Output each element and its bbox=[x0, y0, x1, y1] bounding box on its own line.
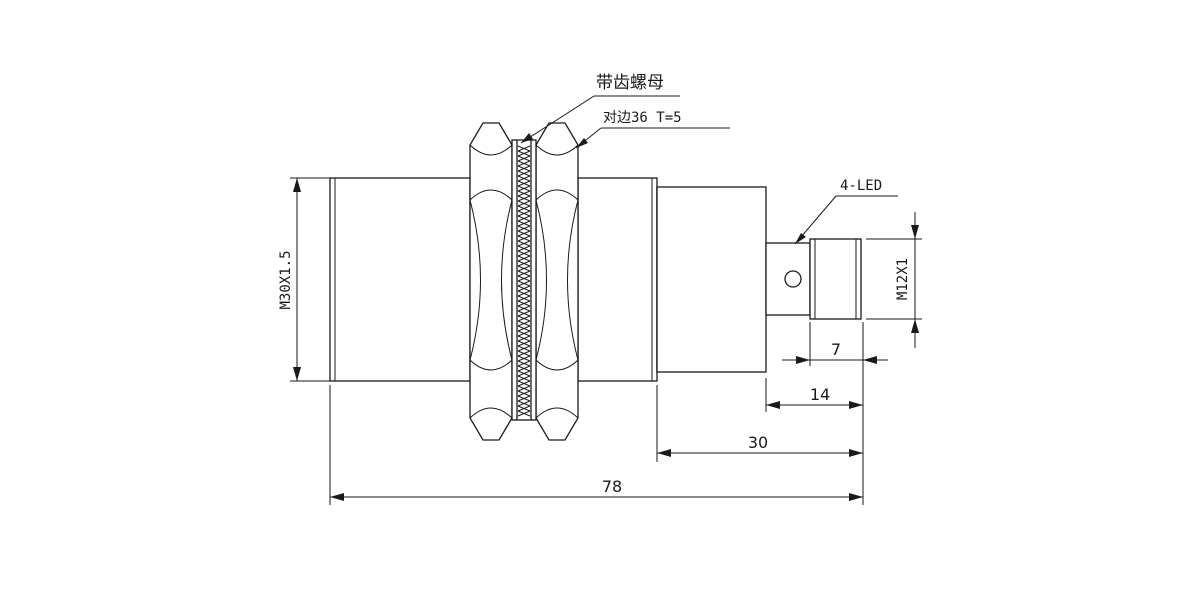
thread-main-label: M30X1.5 bbox=[278, 250, 294, 309]
washer-tooth bbox=[517, 355, 531, 362]
washer-tooth bbox=[517, 345, 531, 352]
dim-7: 7 bbox=[782, 340, 888, 364]
hex-nut-right bbox=[535, 122, 579, 441]
dim-30-label: 30 bbox=[748, 433, 768, 452]
washer-tooth bbox=[517, 370, 531, 377]
thread-connector-label: M12X1 bbox=[895, 258, 911, 300]
washer-tooth bbox=[517, 375, 531, 382]
washer-tooth bbox=[517, 275, 531, 282]
washer-tooth bbox=[517, 225, 531, 232]
washer-tooth bbox=[517, 350, 531, 357]
washer-tooth bbox=[517, 255, 531, 262]
washer-tooth bbox=[517, 185, 531, 192]
washer-tooth bbox=[517, 400, 531, 407]
nut-title-label: 带齿螺母 bbox=[596, 73, 664, 93]
washer-tooth bbox=[517, 175, 531, 182]
washer-tooth bbox=[517, 245, 531, 252]
washer-tooth bbox=[517, 205, 531, 212]
washer-tooth bbox=[517, 250, 531, 257]
washer-tooth bbox=[517, 280, 531, 287]
washer-tooth bbox=[517, 365, 531, 372]
washer-tooth bbox=[517, 155, 531, 162]
washer-tooth bbox=[517, 385, 531, 392]
washer-tooth bbox=[517, 295, 531, 302]
washer-tooth bbox=[517, 215, 531, 222]
washer-tooth bbox=[517, 360, 531, 367]
washer-tooth bbox=[517, 380, 531, 387]
washer-tooth bbox=[517, 330, 531, 337]
dim-7-label: 7 bbox=[831, 340, 841, 359]
washer-tooth bbox=[517, 410, 531, 417]
leader-led: 4-LED bbox=[794, 178, 898, 245]
washer-tooth bbox=[517, 315, 531, 322]
washer-tooth bbox=[517, 150, 531, 157]
hex-nut-left bbox=[469, 122, 513, 441]
washer-tooth bbox=[517, 285, 531, 292]
washer-tooth bbox=[517, 190, 531, 197]
washer-tooth bbox=[517, 310, 531, 317]
washer-tooth bbox=[517, 200, 531, 207]
dim-78-label: 78 bbox=[602, 477, 622, 496]
washer-tooth bbox=[517, 195, 531, 202]
washer-tooth bbox=[517, 160, 531, 167]
rear-body bbox=[656, 186, 767, 373]
washer-tooth bbox=[517, 305, 531, 312]
toothed-washer bbox=[511, 139, 537, 421]
washer-tooth bbox=[517, 220, 531, 227]
washer-tooth bbox=[517, 180, 531, 187]
leader-nut-spec: 对边36 T=5 bbox=[575, 110, 730, 149]
led-window-icon bbox=[784, 270, 802, 288]
dim-78: 78 bbox=[330, 477, 863, 501]
washer-tooth bbox=[517, 235, 531, 242]
washer-tooth bbox=[517, 165, 531, 172]
washer-tooth bbox=[517, 230, 531, 237]
washer-tooth bbox=[517, 270, 531, 277]
washer-tooth bbox=[517, 210, 531, 217]
washer-tooth bbox=[517, 240, 531, 247]
dim-m30: M30X1.5 bbox=[278, 177, 330, 382]
extension-lines bbox=[329, 322, 864, 505]
leader-nut-title: 带齿螺母 bbox=[520, 73, 680, 144]
washer-tooth bbox=[517, 265, 531, 272]
dim-14-label: 14 bbox=[810, 385, 830, 404]
washer-tooth bbox=[517, 390, 531, 397]
nut-spec-label: 对边36 T=5 bbox=[603, 110, 682, 126]
washer-tooth bbox=[517, 320, 531, 327]
washer-tooth bbox=[517, 340, 531, 347]
washer-tooth bbox=[517, 335, 531, 342]
dim-m12: M12X1 bbox=[866, 212, 922, 348]
washer-tooth bbox=[517, 170, 531, 177]
dim-14: 14 bbox=[766, 385, 863, 409]
washer-tooth bbox=[517, 405, 531, 412]
washer-tooth bbox=[517, 325, 531, 332]
washer-tooth bbox=[517, 260, 531, 267]
led-label: 4-LED bbox=[840, 178, 882, 194]
connector bbox=[765, 238, 862, 320]
washer-tooth bbox=[517, 145, 531, 152]
washer-tooth bbox=[517, 300, 531, 307]
dim-30: 30 bbox=[657, 433, 863, 457]
washer-tooth bbox=[517, 395, 531, 402]
washer-tooth bbox=[517, 290, 531, 297]
